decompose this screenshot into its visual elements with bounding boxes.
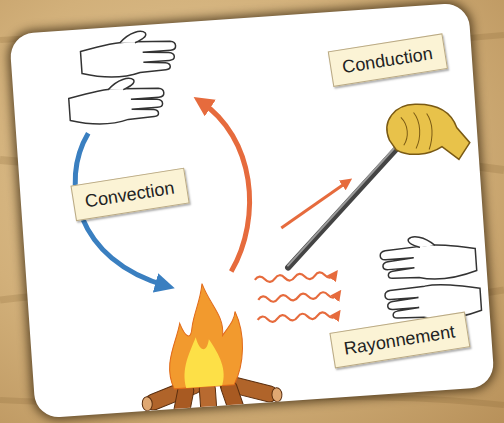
thumb bbox=[108, 78, 135, 91]
hand bbox=[68, 76, 166, 126]
radiation-waves bbox=[255, 271, 340, 323]
log-end bbox=[202, 416, 217, 419]
glove bbox=[385, 101, 471, 165]
conduction-arrow bbox=[278, 181, 351, 228]
thumb bbox=[119, 31, 146, 44]
log-end bbox=[271, 387, 282, 402]
thumb bbox=[408, 235, 435, 248]
hand bbox=[379, 233, 477, 283]
rod-highlight bbox=[279, 134, 415, 266]
glove-fingers bbox=[401, 111, 434, 151]
white-card: ConductionConvectionRayonnement bbox=[9, 2, 495, 418]
label-box: Conduction bbox=[328, 33, 448, 87]
label-text: Conduction bbox=[341, 42, 435, 78]
label-box: Convection bbox=[70, 168, 189, 222]
metal-rod bbox=[279, 135, 417, 268]
inner-flame bbox=[182, 335, 225, 388]
radiation-wave bbox=[257, 311, 337, 323]
hand-shape bbox=[380, 242, 477, 283]
hand bbox=[79, 29, 177, 79]
label-text: Convection bbox=[83, 176, 176, 212]
log-end bbox=[142, 396, 153, 411]
convection-arrow-up bbox=[200, 98, 254, 273]
hand-shape bbox=[80, 38, 177, 79]
outer-flame bbox=[164, 281, 246, 389]
label-box: Rayonnement bbox=[329, 312, 470, 369]
flame bbox=[164, 281, 246, 389]
hand-shape bbox=[68, 85, 165, 126]
radiation-wave bbox=[258, 291, 338, 303]
label-text: Rayonnement bbox=[342, 320, 457, 359]
radiation-wave bbox=[255, 271, 335, 283]
